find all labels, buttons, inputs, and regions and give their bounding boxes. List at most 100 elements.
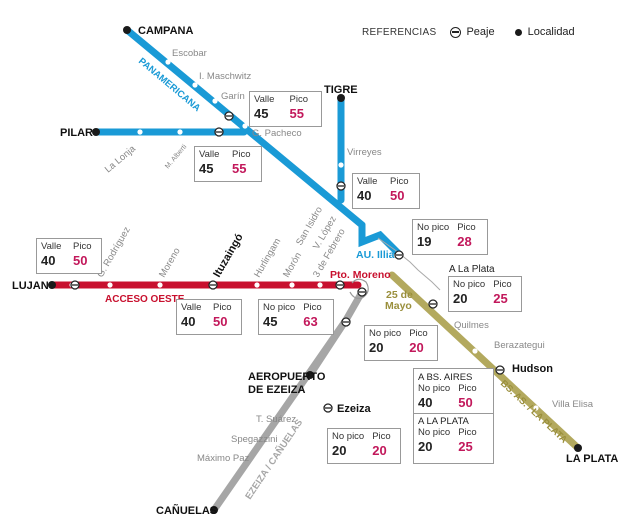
toll-label-peak: Pico [457, 222, 476, 233]
toll-price-peak: 25 [493, 291, 508, 306]
label-pilar: PILAR [60, 127, 93, 139]
toll-label-offpeak: No pico [453, 279, 486, 290]
stop-escobar: Escobar [172, 48, 207, 59]
toll-price-offpeak: 40 [181, 314, 196, 329]
toll-price-peak: 50 [213, 314, 228, 329]
label-tigre: TIGRE [324, 84, 358, 96]
toll-price-peak: 50 [390, 188, 405, 203]
toll-label-offpeak: Valle [357, 176, 378, 187]
toll-label-peak: Pico [232, 149, 251, 160]
toll-price-offpeak: 19 [417, 234, 432, 249]
label-aeropuerto-1: AEROPUERTO [248, 371, 326, 383]
toll-price-peak: 63 [303, 314, 318, 329]
toll-price-peak: 20 [372, 443, 387, 458]
toll-price-peak: 50 [458, 395, 473, 410]
bs-as-la-plata-road [388, 271, 582, 452]
label-hudson: Hudson [512, 363, 553, 375]
toll-price-peak: 25 [458, 439, 473, 454]
toll-label-offpeak: No pico [417, 222, 450, 233]
label-ezeiza: Ezeiza [337, 403, 372, 415]
toll-label-offpeak: No pico [332, 431, 365, 442]
stop-maschwitz: I. Maschwitz [199, 71, 252, 82]
toll-label-offpeak: No pico [369, 328, 402, 339]
stop-quilmes: Quilmes [454, 320, 489, 331]
toll-label-offpeak: Valle [41, 241, 62, 252]
toll-price-offpeak: 20 [418, 439, 433, 454]
toll-label-offpeak: No pico [263, 302, 296, 313]
label-25-mayo-1: 25 de [386, 289, 413, 301]
toll-markers [70, 111, 505, 413]
toll-label-offpeak: No pico [418, 383, 451, 394]
stop-m-alberti: M. Alberti [164, 143, 188, 170]
label-ituzaingo: Ituzaingó [211, 231, 246, 279]
locality-icon [514, 28, 522, 36]
label-canuelas: CAÑUELAS [156, 504, 217, 517]
stop-berazategui: Berazategui [494, 340, 545, 351]
toll-label-peak: Pico [303, 302, 322, 313]
road-label-bs-as-la-plata: BS. AS. / LA PLATA [498, 378, 569, 446]
toll-label-peak: Pico [458, 427, 477, 438]
label-25-mayo-2: Mayo [385, 300, 412, 312]
toll-price-offpeak: 45 [199, 161, 214, 176]
toll-label-peak: Pico [390, 176, 409, 187]
coastline [377, 237, 441, 291]
label-pto-moreno: Pto. Moreno [330, 269, 391, 281]
hudson-section-b-title: A LA PLATA [418, 416, 469, 427]
road-label-acceso-oeste: ACCESO OESTE [105, 294, 185, 305]
toll-price-offpeak: 45 [254, 106, 269, 121]
toll-price-peak: 28 [457, 234, 472, 249]
stop-t-suarez: T. Suárez [256, 414, 296, 425]
toll-label-peak: Pico [213, 302, 232, 313]
label-aeropuerto-2: DE EZEIZA [248, 384, 306, 396]
toll-label-peak: Pico [73, 241, 92, 252]
stop-villa-elisa: Villa Elisa [552, 399, 594, 410]
toll-label-offpeak: No pico [418, 427, 451, 438]
stop-hurlingam: Hurlingam [252, 236, 283, 279]
hudson-section-a-title: A BS. AIRES [418, 372, 473, 383]
toll-price-offpeak: 20 [453, 291, 468, 306]
toll-price-offpeak: 40 [41, 253, 56, 268]
hudson-divider [414, 413, 493, 414]
toll-label-peak: Pico [458, 383, 477, 394]
toll-label-peak: Pico [289, 94, 308, 105]
toll-price-offpeak: 45 [263, 314, 278, 329]
label-au-illia: AU. Illia [356, 249, 395, 261]
label-la-plata: LA PLATA [566, 453, 618, 465]
stop-pacheco: G. Pacheco [252, 128, 302, 139]
locality-dots [48, 26, 582, 514]
toll-price-peak: 50 [73, 253, 88, 268]
toll-price-offpeak: 20 [332, 443, 347, 458]
stop-moreno: Moreno [157, 246, 183, 279]
toll-price-peak: 20 [409, 340, 424, 355]
label-lujan: LUJAN [12, 280, 49, 292]
toll-label-offpeak: Valle [181, 302, 202, 313]
legend-title: REFERENCIAS [362, 26, 437, 38]
stop-virreyes: Virreyes [347, 147, 382, 158]
toll-price-peak: 55 [289, 106, 304, 121]
junction-loop [349, 278, 369, 299]
stop-la-lonja: La Lonja [103, 143, 139, 175]
stop-spegazzini: Spegazzini [231, 434, 277, 445]
toll-price-offpeak: 40 [418, 395, 433, 410]
label-campana: CAMPANA [138, 25, 193, 37]
label-a-la-plata: A La Plata [449, 264, 495, 275]
legend-locality-label: Localidad [527, 26, 575, 38]
toll-price-peak: 55 [232, 161, 247, 176]
stop-moron: Morón [281, 251, 304, 280]
legend-toll-label: Peaje [466, 26, 495, 38]
toll-label-offpeak: Valle [199, 149, 220, 160]
toll-price-offpeak: 20 [369, 340, 384, 355]
toll-label-offpeak: Valle [254, 94, 275, 105]
